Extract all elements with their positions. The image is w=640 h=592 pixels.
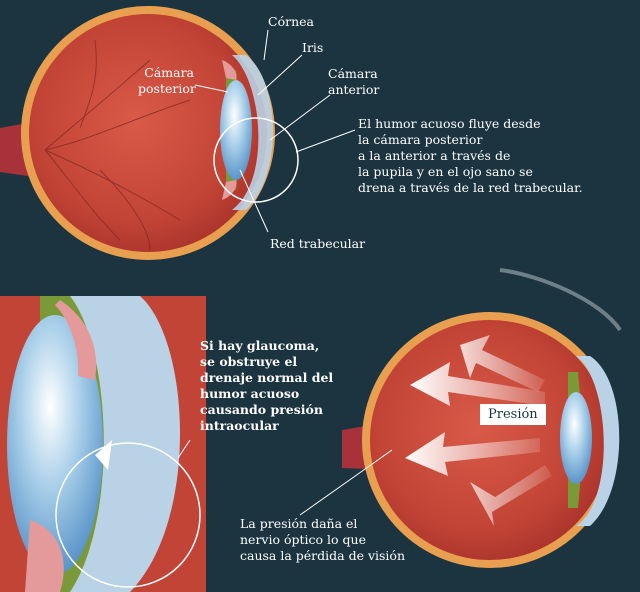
label-iris: Iris <box>302 40 324 55</box>
zoom-circle <box>55 442 201 588</box>
leader-line-glaucoma <box>177 439 191 459</box>
blood-vessels <box>44 39 191 251</box>
label-posterior-chamber: Cámara posterior <box>138 65 196 96</box>
leader-lines-top <box>194 29 356 233</box>
pressure-arrows <box>405 335 552 526</box>
cornea-2 <box>576 356 620 526</box>
cornea <box>232 55 274 210</box>
zoom-panel <box>0 296 206 592</box>
top-eye <box>0 6 299 260</box>
ciliary-body-bottom <box>222 180 237 200</box>
text-glaucoma: Si hay glaucoma, se obstruye el drenaje … <box>200 338 334 433</box>
label-pressure: Presión <box>480 404 546 425</box>
divider <box>0 282 640 294</box>
leader-line-damage <box>299 449 393 516</box>
lens <box>220 80 252 180</box>
highlight-arc <box>499 268 622 332</box>
lens-2 <box>560 392 592 484</box>
label-cornea: Córnea <box>268 14 314 29</box>
ciliary-body-top <box>222 60 237 80</box>
detail-circle <box>213 117 299 203</box>
eyeball <box>29 14 267 252</box>
zoom-lens <box>7 315 103 575</box>
label-trabecular-network: Red trabecular <box>270 236 366 251</box>
pressure-eye <box>342 268 622 568</box>
flow-arrow <box>95 440 112 470</box>
zoom-ciliary-bottom <box>25 520 64 592</box>
text-aqueous-flow: El humor acuoso fluye desde la cámara po… <box>358 116 583 195</box>
label-anterior-chamber: Cámara anterior <box>328 66 380 97</box>
zoom-ciliary-top <box>55 300 97 380</box>
text-damage: La presión daña el nervio óptico lo que … <box>240 516 405 563</box>
